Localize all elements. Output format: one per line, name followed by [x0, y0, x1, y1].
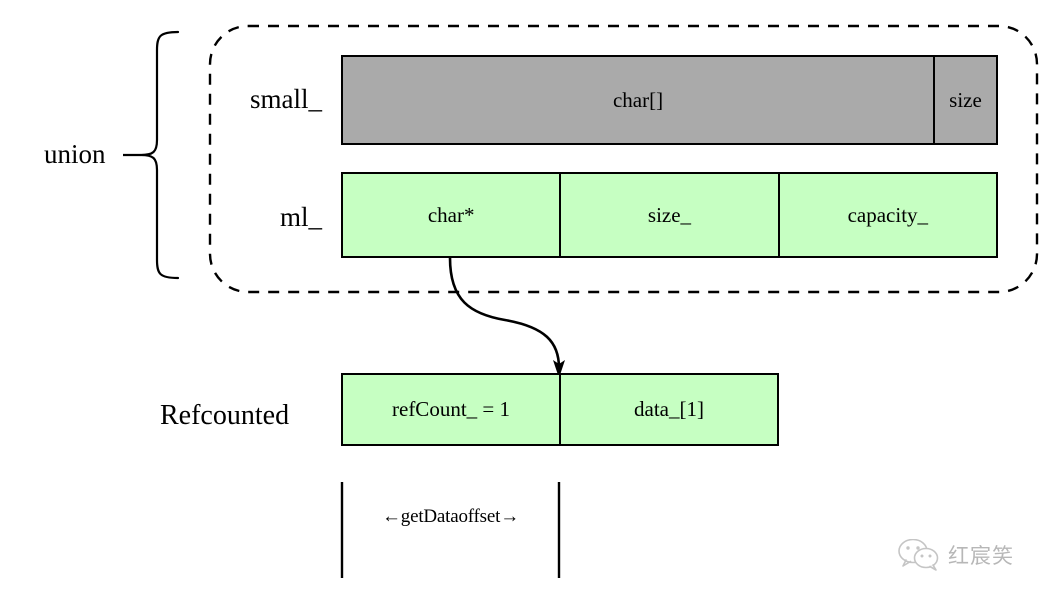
- ml-row-label: ml_: [279, 202, 322, 232]
- small-cell-size: size: [933, 57, 996, 143]
- measure-left-arrow-icon: ←: [381, 506, 401, 527]
- ml-cell-capacity: capacity_: [777, 174, 996, 256]
- offset-measure-ticks: [340, 482, 561, 578]
- watermark: 红宸笑: [897, 539, 1014, 571]
- small-cell-char-array: char[]: [343, 57, 933, 143]
- measure-label: getDataoffset: [400, 506, 501, 527]
- watermark-text: 红宸笑: [948, 544, 1014, 568]
- small-union-member-box: char[] size: [341, 55, 998, 145]
- wechat-icon: [898, 539, 939, 571]
- ml-union-member-box: char* size_ capacity_: [341, 172, 998, 258]
- pointer-arrow-icon: [448, 256, 565, 378]
- union-brace-icon: [123, 30, 180, 280]
- refcounted-box: refCount_ = 1 data_[1]: [341, 373, 779, 446]
- refcounted-cell-refcount: refCount_ = 1: [343, 375, 559, 444]
- refcounted-label: Refcounted: [160, 400, 290, 431]
- offset-measure-caption: ←getDataoffset→: [341, 506, 560, 528]
- measure-right-arrow-icon: →: [500, 506, 520, 527]
- union-label: union: [44, 139, 106, 169]
- union-dashed-container: [208, 24, 1039, 294]
- ml-cell-size: size_: [559, 174, 778, 256]
- refcounted-cell-data: data_[1]: [559, 375, 777, 444]
- small-row-label: small_: [250, 84, 322, 114]
- ml-cell-char-pointer: char*: [343, 174, 560, 256]
